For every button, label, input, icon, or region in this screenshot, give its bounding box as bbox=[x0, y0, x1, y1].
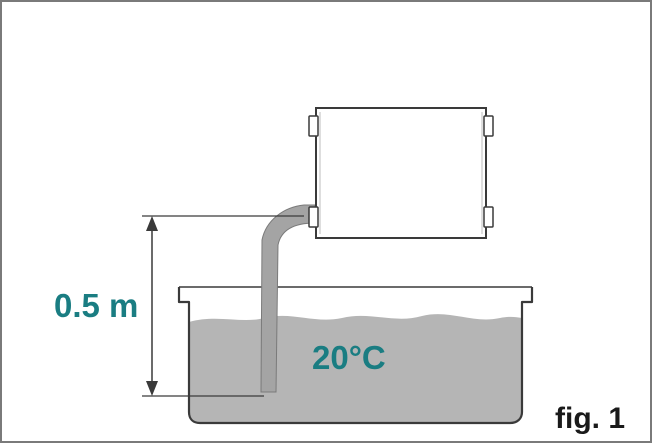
dimension-arrow-down bbox=[146, 381, 158, 396]
tank-latch-bottom-left bbox=[308, 206, 319, 228]
temperature-label: 20°C bbox=[312, 339, 386, 376]
hose bbox=[260, 204, 316, 393]
figure-label: fig. 1 bbox=[555, 402, 626, 435]
height-dimension bbox=[142, 215, 304, 397]
supply-tank bbox=[308, 107, 494, 239]
dimension-arrow-up bbox=[146, 216, 158, 231]
tank-body bbox=[315, 107, 487, 239]
basin-outline bbox=[177, 287, 534, 425]
height-label: 0.5 m bbox=[54, 287, 139, 324]
tank-latch-bottom-right bbox=[483, 206, 494, 228]
tank-latch-top-left bbox=[308, 115, 319, 137]
tank-latch-top-right bbox=[483, 115, 494, 137]
